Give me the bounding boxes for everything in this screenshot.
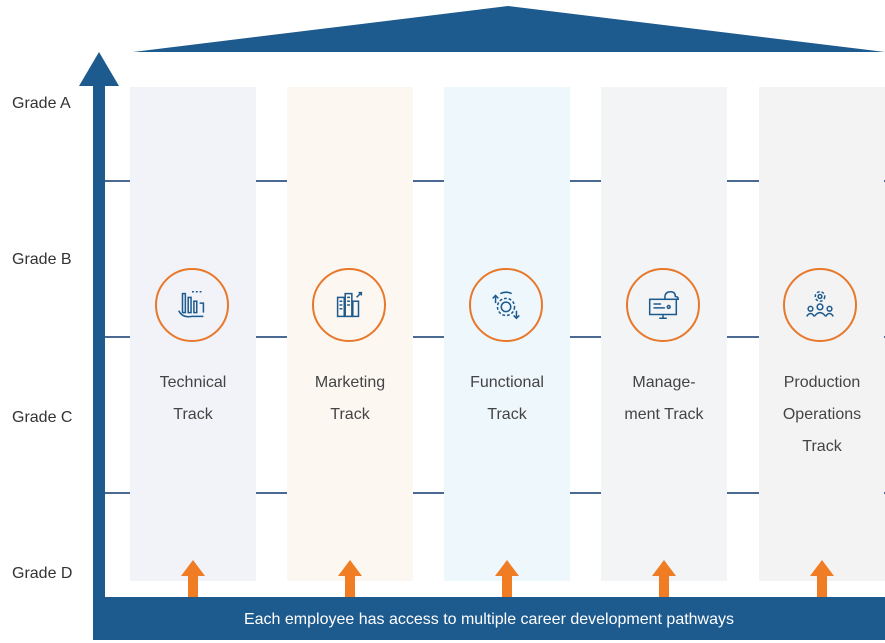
grade-label-d: Grade D [12, 565, 73, 582]
gear-cycle-icon [469, 268, 543, 342]
management-track-label: Manage-ment Track [624, 374, 704, 423]
pathway-arrow-production [810, 560, 834, 597]
pathway-arrow-marketing [338, 560, 362, 597]
team-gear-icon [783, 268, 857, 342]
base-banner [93, 597, 885, 640]
buildings-chart-icon [312, 268, 386, 342]
growth-hand-icon [155, 268, 229, 342]
pathway-arrow-functional [495, 560, 519, 597]
roof-pediment [133, 6, 885, 52]
grade-label-b: Grade B [12, 251, 72, 268]
grade-label-c: Grade C [12, 409, 73, 426]
banner-text: Each employee has access to multiple car… [243, 611, 735, 628]
pathway-arrow-technical [181, 560, 205, 597]
grade-label-a: Grade A [12, 95, 71, 112]
computer-cloud-icon [626, 268, 700, 342]
grade-axis-arrow [79, 52, 119, 597]
pathway-arrow-management [652, 560, 676, 597]
